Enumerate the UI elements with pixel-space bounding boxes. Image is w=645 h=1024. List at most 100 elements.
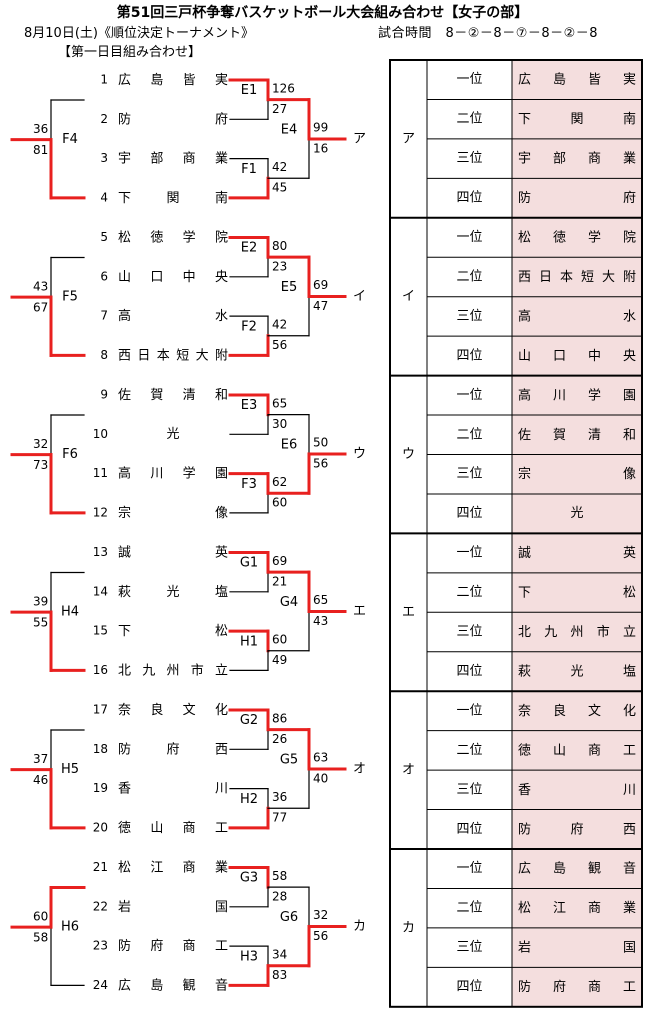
team-name-char: 清 bbox=[183, 388, 196, 403]
team-name-char: 大 bbox=[196, 348, 209, 363]
team-name-char: 徳 bbox=[118, 820, 131, 835]
rank-label: 一位 bbox=[456, 388, 482, 403]
team-number: 8 bbox=[100, 348, 108, 362]
standing-team-char: 商 bbox=[588, 901, 601, 916]
rank-label: 三位 bbox=[456, 625, 482, 640]
team-name: 広島皆実 bbox=[118, 72, 228, 88]
standing-team-char: 山 bbox=[518, 348, 531, 363]
team-name-char: 川 bbox=[215, 781, 228, 796]
score: 86 bbox=[272, 712, 287, 726]
score: 65 bbox=[272, 397, 287, 411]
team-name: 下松 bbox=[118, 624, 228, 639]
score: 43 bbox=[33, 280, 48, 294]
standing-team: 香川 bbox=[518, 782, 636, 797]
standing-team-char: 府 bbox=[553, 980, 566, 995]
team-name-char: 短 bbox=[176, 348, 189, 363]
score: 63 bbox=[313, 750, 328, 764]
score: 73 bbox=[33, 458, 48, 472]
team-name-char: 誠 bbox=[118, 545, 131, 560]
standing-team: 誠英 bbox=[518, 546, 636, 561]
standing-team-char: 徳 bbox=[553, 230, 566, 245]
score: 65 bbox=[313, 593, 328, 607]
team-name-char: 徳 bbox=[150, 230, 163, 245]
standing-team: 松江商業 bbox=[518, 900, 636, 916]
score: 34 bbox=[272, 948, 287, 962]
score: 56 bbox=[313, 456, 328, 470]
game-label: G3 bbox=[240, 871, 258, 886]
standing-team: 広島観音 bbox=[518, 860, 636, 876]
standing-team-char: 水 bbox=[623, 309, 636, 324]
team-name-char: 商 bbox=[183, 939, 196, 954]
team-name-char: 宇 bbox=[118, 151, 131, 166]
team-name: 佐賀清和 bbox=[118, 388, 228, 403]
team-name-char: 口 bbox=[150, 269, 163, 284]
game-label: H1 bbox=[240, 634, 258, 649]
standing-team-char: 業 bbox=[623, 900, 636, 916]
standing-team-char: 徳 bbox=[518, 743, 531, 758]
team-name-char: 部 bbox=[150, 151, 163, 166]
standing-team-char: 立 bbox=[623, 625, 636, 640]
rank-label: 二位 bbox=[456, 743, 482, 758]
game-label: E1 bbox=[241, 83, 258, 98]
table-block-letter: ア bbox=[402, 131, 415, 146]
block-letter: ア bbox=[353, 131, 366, 146]
game-label: G2 bbox=[240, 713, 258, 728]
team-name-char: 化 bbox=[215, 703, 228, 718]
team-name-char: 附 bbox=[215, 348, 228, 363]
team-name-char: 水 bbox=[215, 309, 228, 324]
team-name-char: 防 bbox=[118, 938, 131, 954]
standing-team-char: 像 bbox=[623, 467, 636, 482]
team-number: 7 bbox=[100, 309, 108, 323]
block-letter: イ bbox=[353, 289, 366, 304]
standing-team: 徳山商工 bbox=[518, 743, 636, 758]
team-name-char: 川 bbox=[150, 466, 163, 481]
score: 43 bbox=[313, 614, 328, 628]
standing-team-char: 岩 bbox=[518, 940, 531, 955]
score: 49 bbox=[272, 653, 287, 667]
rank-label: 二位 bbox=[456, 269, 482, 284]
score: 28 bbox=[272, 889, 287, 903]
team-name-char: 文 bbox=[183, 703, 196, 718]
score: 99 bbox=[313, 120, 328, 134]
team-name-char: 商 bbox=[183, 860, 196, 875]
team-number: 13 bbox=[93, 545, 108, 559]
standing-team-char: 西 bbox=[518, 269, 531, 284]
game-label: F5 bbox=[62, 290, 78, 305]
standing-team: 高川学園 bbox=[518, 387, 636, 403]
rank-label: 四位 bbox=[456, 980, 482, 995]
standing-team-char: 下 bbox=[518, 112, 531, 127]
score: 32 bbox=[33, 437, 48, 451]
game-label: F1 bbox=[241, 162, 257, 177]
standing-team-char: 学 bbox=[588, 387, 601, 403]
standing-team-char: 高 bbox=[518, 308, 531, 324]
rank-label: 三位 bbox=[456, 940, 482, 955]
table-block-letter: カ bbox=[402, 920, 415, 935]
team-name-char: 江 bbox=[150, 860, 163, 875]
standing-team-char: 防 bbox=[518, 979, 531, 995]
standing-team-char: 島 bbox=[553, 72, 566, 87]
game-label: H2 bbox=[240, 792, 258, 807]
game-label: H5 bbox=[61, 762, 79, 777]
standing-team-char: 商 bbox=[588, 980, 601, 995]
rank-label: 一位 bbox=[456, 546, 482, 561]
team-name-char: 観 bbox=[183, 978, 196, 993]
score: 56 bbox=[313, 929, 328, 943]
score: 67 bbox=[33, 301, 48, 315]
score: 21 bbox=[272, 574, 287, 588]
team-name: 光 bbox=[166, 427, 179, 442]
standing-team-char: 商 bbox=[588, 743, 601, 758]
standing-team-char: 松 bbox=[518, 901, 531, 916]
team-number: 20 bbox=[93, 820, 108, 834]
team-name-char: 西 bbox=[215, 742, 228, 757]
team-number: 14 bbox=[93, 584, 108, 598]
team-name-char: 央 bbox=[215, 269, 228, 284]
standing-team: 佐賀清和 bbox=[518, 427, 636, 442]
team-name: 松江商業 bbox=[118, 859, 228, 875]
team-name-char: 山 bbox=[150, 820, 163, 835]
standing-team-char: 高 bbox=[518, 387, 531, 403]
score: 45 bbox=[272, 180, 287, 194]
team-name-char: 岩 bbox=[118, 899, 131, 914]
score: 80 bbox=[272, 239, 287, 253]
team-name: 防府西 bbox=[118, 741, 228, 757]
standing-team-char: 香 bbox=[518, 782, 531, 797]
